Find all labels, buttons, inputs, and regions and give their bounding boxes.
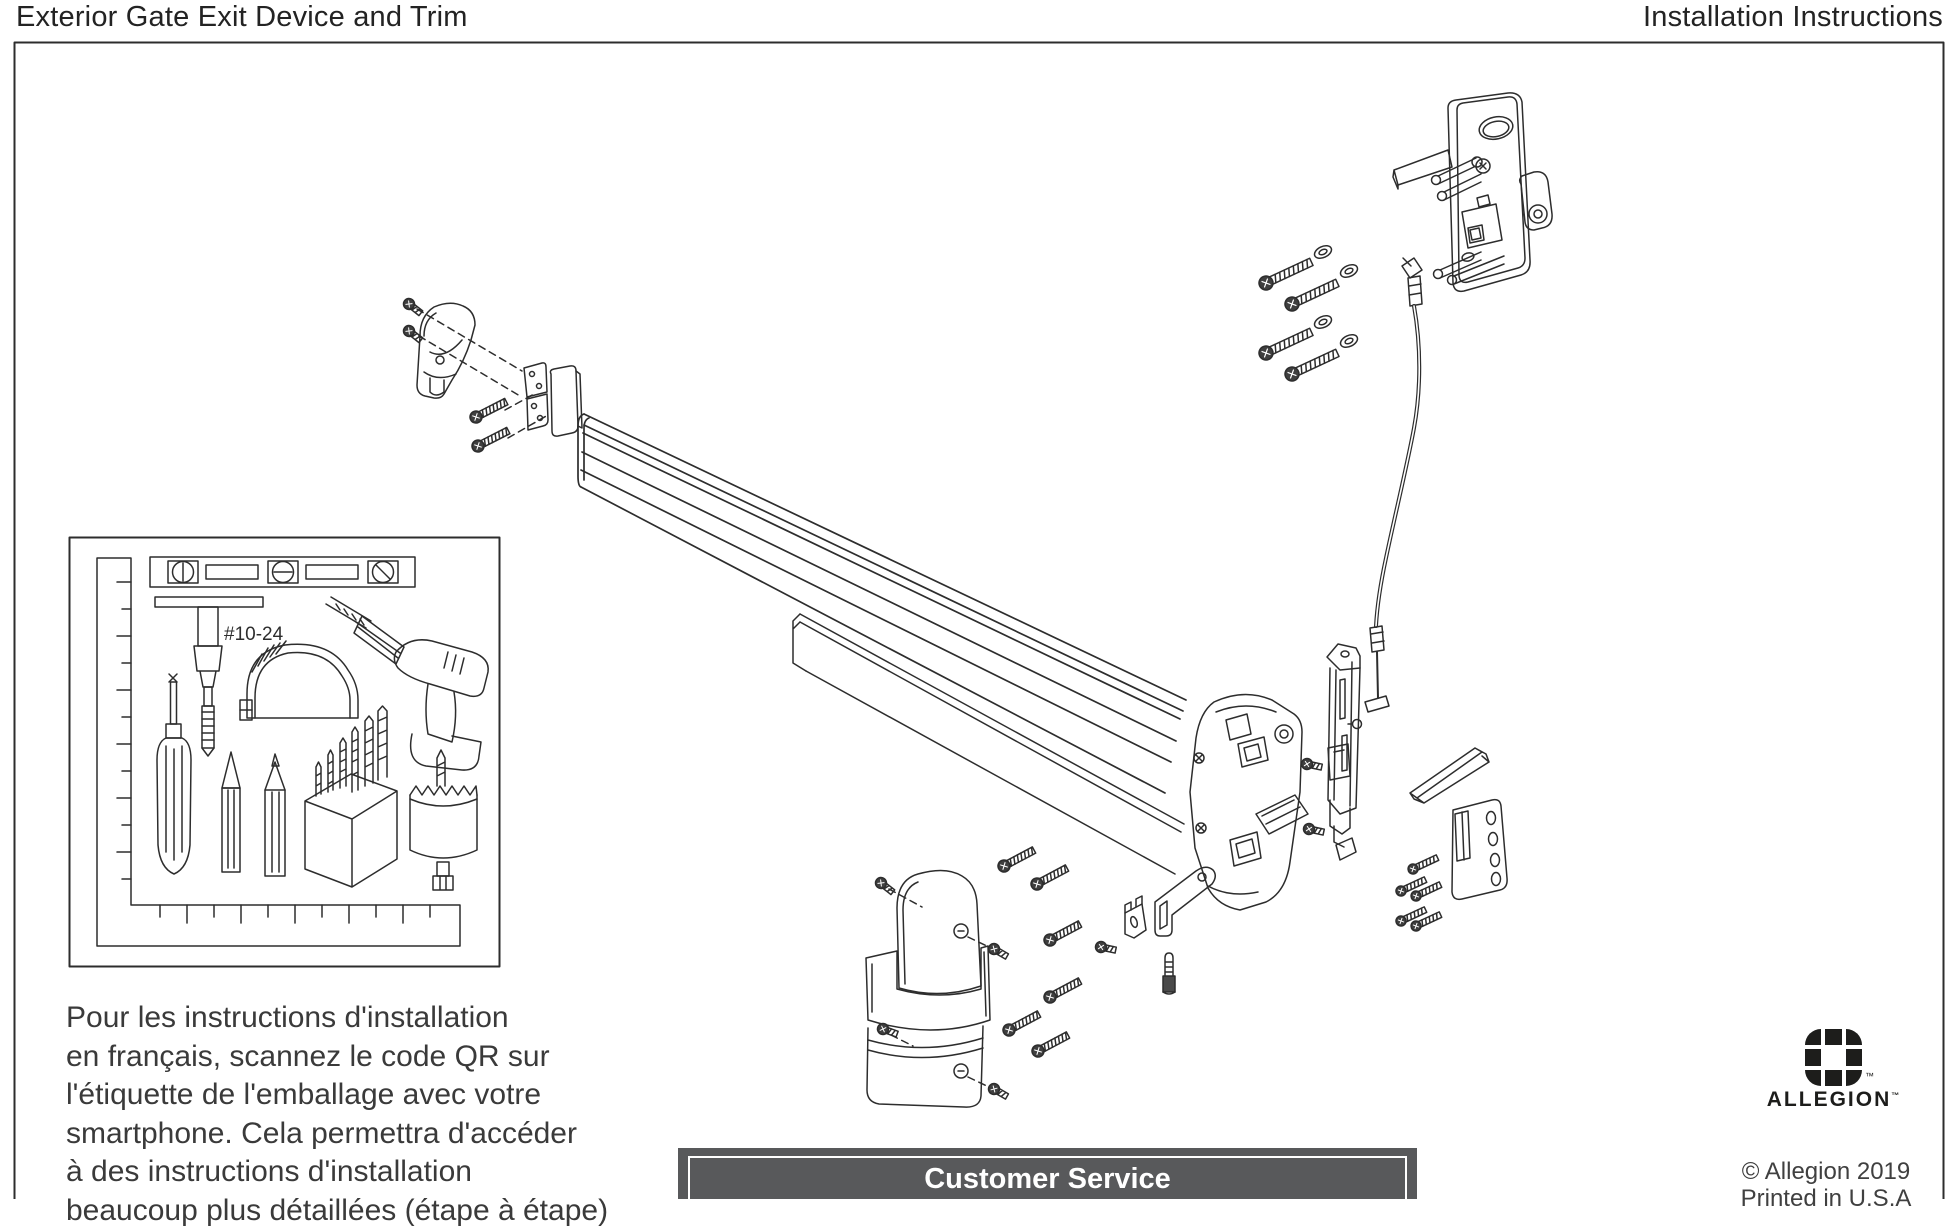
tools-required-box: #10-24 xyxy=(70,538,500,967)
screwdriver-icon xyxy=(157,674,191,874)
latch-clip xyxy=(1125,896,1146,938)
keeper-plate xyxy=(1452,800,1507,900)
release-cable xyxy=(1365,258,1422,712)
customer-service-banner: Customer Service xyxy=(678,1148,1417,1199)
lever-blade xyxy=(1393,150,1452,189)
french-line: beaucoup plus détaillées (étape à étape) xyxy=(66,1192,666,1230)
threaded-stud xyxy=(1163,953,1175,994)
attachment-screws xyxy=(996,845,1117,1059)
cam-arm xyxy=(1155,867,1215,936)
hole-saw-icon xyxy=(410,750,477,890)
end-cap-assembly xyxy=(401,296,582,454)
base-rail xyxy=(793,614,1184,874)
allegion-logo-icon xyxy=(1805,1029,1862,1086)
french-line: en français, scannez le code QR sur xyxy=(66,1038,666,1077)
french-note: Pour les instructions d'installation en … xyxy=(66,999,666,1230)
lock-cylinder xyxy=(1520,172,1552,230)
logo-trademark: ™ xyxy=(1865,1071,1874,1081)
end-cap-bracket xyxy=(524,363,582,436)
tap-size-label: #10-24 xyxy=(224,624,284,645)
copyright-text: © Allegion 2019 xyxy=(1721,1158,1931,1186)
center-chassis xyxy=(1190,694,1308,910)
french-line: Pour les instructions d'installation xyxy=(66,999,666,1038)
french-line: smartphone. Cela permettra d'accéder xyxy=(66,1115,666,1154)
power-drill-icon xyxy=(326,597,488,770)
trim-mounting-screws xyxy=(1257,243,1360,383)
level-icon xyxy=(150,557,415,587)
french-line: l'étiquette de l'emballage avec votre xyxy=(66,1076,666,1115)
end-cap xyxy=(417,303,475,398)
keeper-screws xyxy=(1394,853,1442,933)
tape-measure-icon xyxy=(240,641,358,720)
brand-text: ALLEGION xyxy=(1767,1088,1892,1111)
french-line: à des instructions d'installation xyxy=(66,1153,666,1192)
pencil-icon xyxy=(222,752,285,876)
trim-posts xyxy=(1432,157,1505,285)
installation-sheet: { "page": { "title": "Exterior Gate Exit… xyxy=(0,0,1960,1199)
printed-in-text: Printed in U.S.A xyxy=(1721,1185,1931,1213)
gate-box-cover xyxy=(866,870,1010,1107)
customer-service-label: Customer Service xyxy=(678,1163,1417,1196)
vertical-slide-channel xyxy=(1300,644,1361,860)
allegion-wordmark: ALLEGION™ xyxy=(1757,1088,1909,1112)
wordmark-trademark: ™ xyxy=(1891,1091,1899,1100)
push-bar xyxy=(578,414,1186,793)
framing-square-icon xyxy=(97,558,460,946)
drill-bits-block-icon xyxy=(305,706,397,887)
spacer-plate xyxy=(1410,748,1489,803)
